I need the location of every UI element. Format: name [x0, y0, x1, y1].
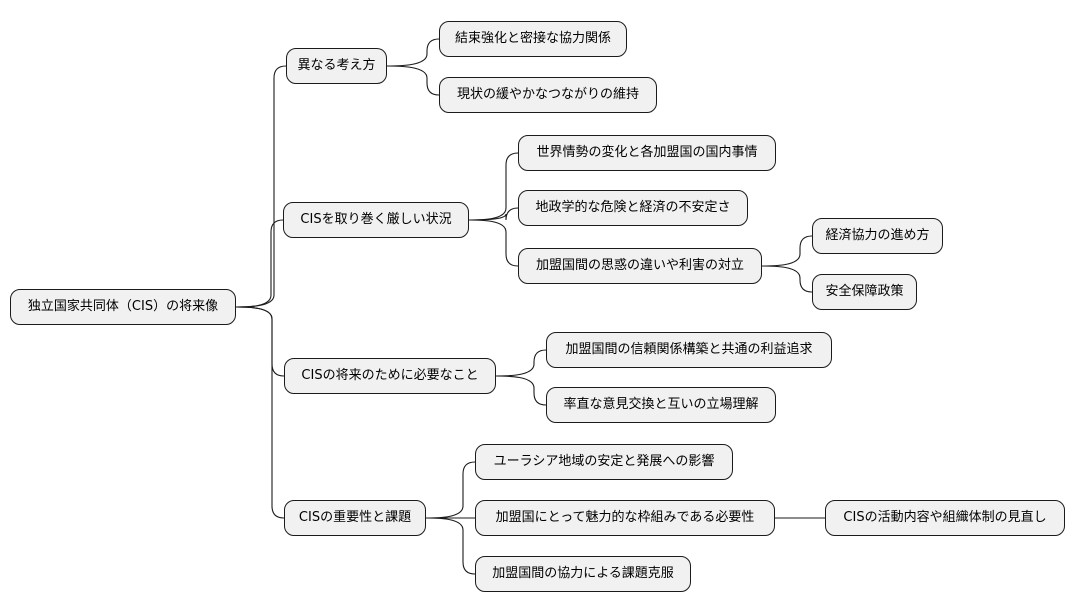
connector-leaf-node-stronger-unity	[386, 38, 440, 67]
connector-leaf-node-security-policy	[761, 265, 813, 293]
connector-leaf-node-geopolitical-risk	[468, 207, 519, 221]
branch-node-importance-issues: CISの重要性と課題	[284, 500, 426, 536]
leaf-node-conflicting-interests: 加盟国間の思惑の違いや利害の対立	[518, 248, 762, 284]
leaf-node-keep-loose-ties: 現状の緩やかなつながりの維持	[439, 77, 657, 113]
branch-node-different-views: 異なる考え方	[286, 48, 387, 84]
branch-node-harsh-situation: CISを取り巻く厳しい状況	[283, 202, 469, 238]
connector-leaf-node-trust-building	[495, 349, 547, 377]
leaf-node-geopolitical-risk: 地政学的な危険と経済の不安定さ	[518, 190, 748, 226]
connector-leaf-node-economic-cooperation	[761, 235, 813, 267]
leaf-node-overcome-issues: 加盟国間の協力による課題克服	[475, 556, 691, 592]
leaf-node-eurasia-stability: ユーラシア地域の安定と発展への影響	[475, 444, 733, 480]
leaf-node-trust-building: 加盟国間の信頼関係構築と共通の利益追求	[546, 332, 832, 368]
connector-branch-node-different-views	[235, 65, 287, 308]
leaf-node-security-policy: 安全保障政策	[812, 274, 917, 310]
connector-leaf-node-conflicting-interests	[468, 219, 519, 267]
connector-leaf-node-keep-loose-ties	[386, 65, 440, 96]
connector-leaf-node-eurasia-stability	[425, 461, 476, 519]
leaf-node-attractive-framework: 加盟国にとって魅力的な枠組みである必要性	[475, 500, 775, 536]
connector-branch-node-future-needs	[235, 306, 285, 377]
connector-leaf-node-overcome-issues	[425, 517, 476, 575]
leaf-node-world-affairs: 世界情勢の変化と各加盟国の国内事情	[518, 135, 776, 171]
leaf-node-economic-cooperation: 経済協力の進め方	[812, 218, 943, 254]
connector-branch-node-harsh-situation	[235, 219, 284, 308]
leaf-node-frank-dialogue: 率直な意見交換と互いの立場理解	[546, 387, 776, 423]
leaf-node-stronger-unity: 結束強化と密接な協力関係	[439, 21, 627, 57]
connector-leaf-node-frank-dialogue	[495, 375, 547, 406]
leaf-node-review-activities: CISの活動内容や組織体制の見直し	[825, 500, 1065, 536]
root-node: 独立国家共同体（CIS）の将来像	[10, 289, 236, 325]
branch-node-future-needs: CISの将来のために必要なこと	[284, 358, 496, 394]
connector-branch-node-importance-issues	[235, 306, 285, 519]
